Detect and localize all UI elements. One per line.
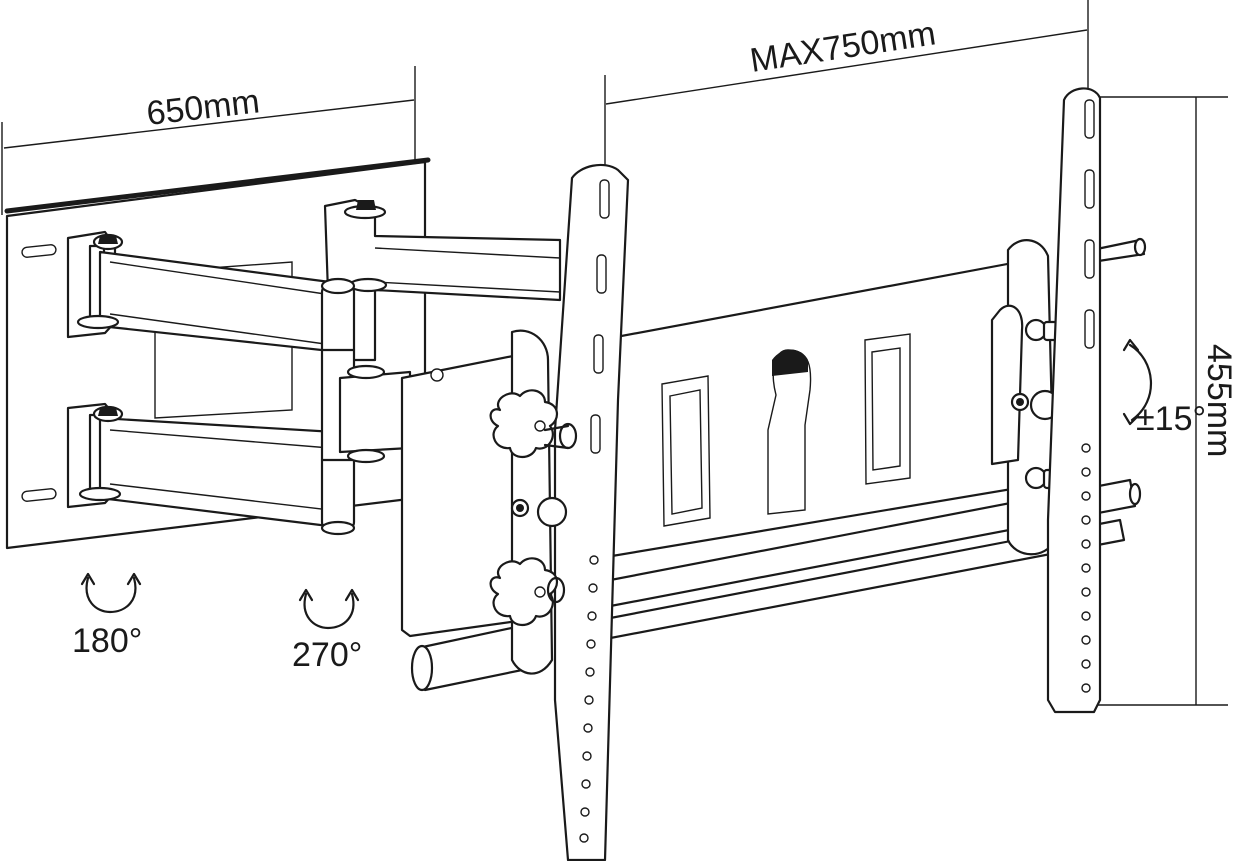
rotate-arrow-icon — [85, 576, 137, 614]
tension-knob-upper — [489, 389, 578, 459]
left-tv-bracket — [553, 163, 630, 861]
right-tilt-bracket — [990, 239, 1062, 556]
bracket-holes — [579, 555, 599, 843]
dimension-750: MAX750mm — [604, 0, 1089, 180]
dimension-455: 455mm — [1090, 96, 1238, 706]
bracket-slot — [590, 414, 601, 454]
dimension-455-label: 455mm — [1200, 344, 1238, 457]
rail-cutouts — [661, 333, 911, 527]
bracket-slot — [1084, 169, 1095, 209]
rotation-270: 270° — [292, 588, 362, 674]
bracket-slot — [1084, 99, 1095, 139]
dimension-750-label: MAX750mm — [748, 14, 939, 80]
wall-bolts — [76, 233, 124, 502]
arm-connector — [338, 364, 412, 464]
rotation-270-label: 270° — [292, 636, 362, 674]
bracket-slot — [593, 334, 604, 374]
tension-knob-lower — [489, 557, 566, 627]
bracket-slot — [599, 179, 610, 219]
rotation-180-label: 180° — [72, 622, 142, 660]
outer-arm — [323, 198, 562, 362]
rotation-180: 180° — [72, 572, 142, 660]
wall-slot — [21, 244, 57, 258]
tilt-label: ±15° — [1136, 400, 1206, 438]
upper-arm — [98, 250, 342, 354]
dimension-650-label: 650mm — [145, 82, 262, 133]
bracket-slot — [596, 254, 607, 294]
bracket-slot — [1084, 309, 1095, 349]
tilt-indicator: ±15° — [1122, 338, 1206, 438]
swivel-bracket — [400, 353, 534, 692]
rotate-arrow-icon — [303, 592, 355, 630]
bracket-holes — [1081, 443, 1091, 693]
right-tv-bracket — [1046, 87, 1102, 714]
bracket-slot — [1084, 239, 1095, 279]
wall-slot — [21, 488, 57, 502]
